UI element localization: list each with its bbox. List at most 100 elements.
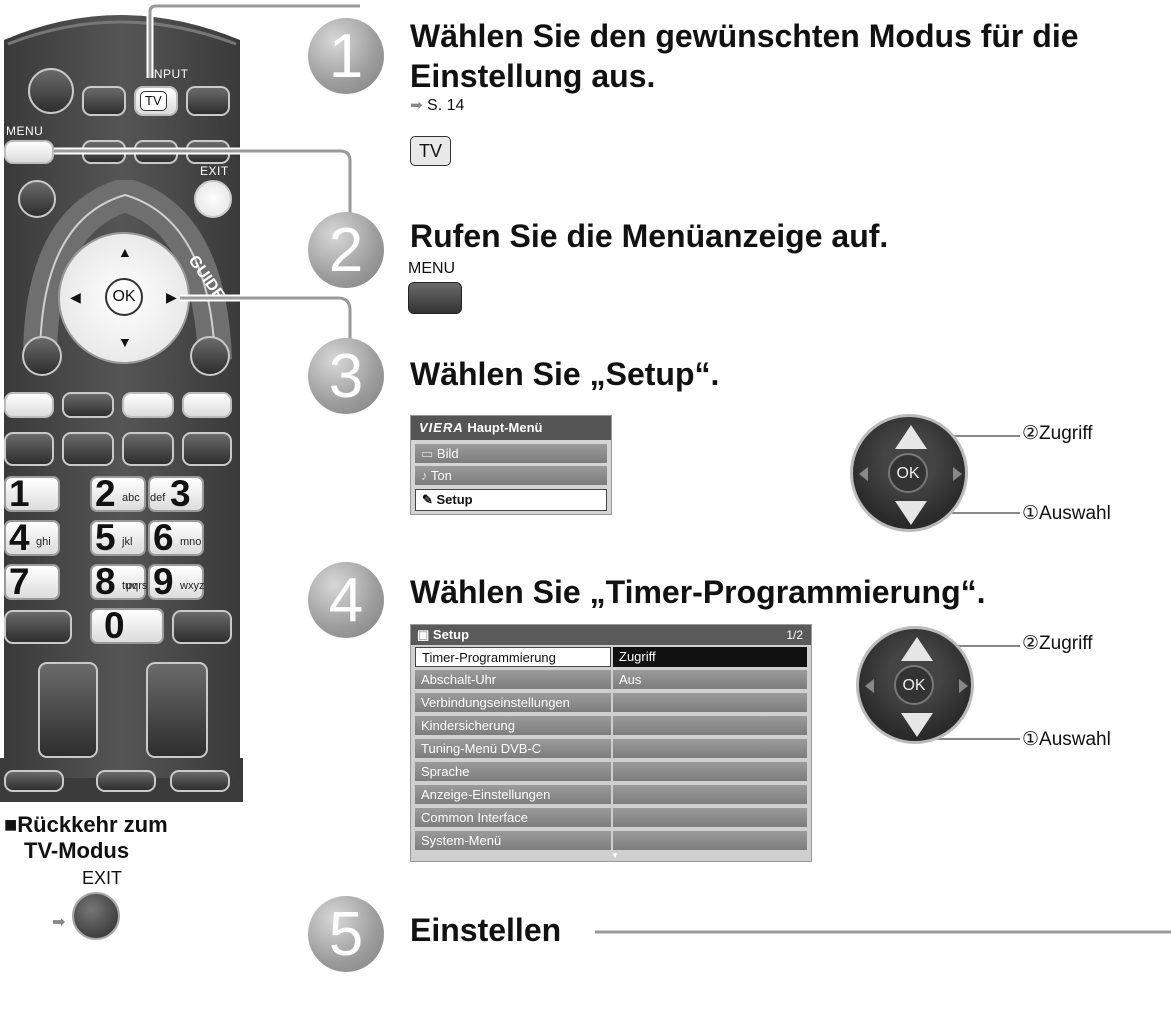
- setup-row-value[interactable]: [613, 785, 807, 804]
- setup-icon: ▣: [417, 627, 433, 642]
- number-key-7[interactable]: 7: [4, 561, 60, 602]
- arrow-right-icon[interactable]: ▶: [166, 289, 177, 305]
- main-menu-header: VIERA Haupt-Menü: [411, 416, 611, 440]
- setup-row-label[interactable]: System-Menü: [415, 831, 611, 850]
- step-heading: Wählen Sie „Timer-Programmierung“.: [410, 574, 986, 610]
- remote-button[interactable]: [170, 770, 230, 792]
- return-title: ■Rückkehr zum TV-Modus: [4, 812, 168, 863]
- remote-button[interactable]: [96, 770, 156, 792]
- red-button[interactable]: [4, 392, 54, 418]
- power-button[interactable]: [28, 68, 74, 114]
- blue-button[interactable]: [182, 392, 232, 418]
- tv-badge: TV: [410, 136, 452, 166]
- dpad-illustration: OK: [850, 414, 968, 532]
- remote-button[interactable]: [182, 432, 232, 466]
- setup-row-label[interactable]: Kindersicherung: [415, 716, 611, 735]
- arrow-up-icon: [895, 425, 927, 449]
- setup-menu: ▣ Setup 1/2 Timer-Programmierung Zugriff…: [410, 624, 812, 862]
- exit-label: EXIT: [200, 164, 229, 178]
- arrow-right-icon: [959, 679, 968, 693]
- dpad-illustration: OK: [856, 626, 974, 744]
- number-key-0[interactable]: 0: [90, 605, 164, 646]
- tv-button[interactable]: TV: [134, 86, 178, 116]
- arrow-left-icon: [865, 679, 874, 693]
- channel-rocker[interactable]: [146, 662, 208, 758]
- remote-button[interactable]: [82, 86, 126, 116]
- setup-row-value[interactable]: [613, 693, 807, 712]
- setup-row-value[interactable]: [613, 808, 807, 827]
- setup-menu-header: ▣ Setup 1/2: [411, 625, 811, 645]
- remote-button[interactable]: [4, 432, 54, 466]
- step-number: 3: [308, 338, 384, 414]
- setup-row-label[interactable]: Timer-Programmierung: [415, 647, 611, 667]
- step-heading: Wählen Sie den gewünschten Modus für die…: [410, 18, 1079, 94]
- input-av-button[interactable]: [186, 86, 230, 116]
- pqrs-label: pqrs: [126, 580, 148, 592]
- menu-button[interactable]: [4, 140, 54, 164]
- setup-row-label[interactable]: Anzeige-Einstellungen: [415, 785, 611, 804]
- green-button[interactable]: [62, 392, 114, 418]
- setup-row-label[interactable]: Common Interface: [415, 808, 611, 827]
- arrow-up-icon: [901, 637, 933, 661]
- callout-select: ①Auswahl: [1022, 729, 1111, 750]
- step-number: 5: [308, 896, 384, 972]
- arrow-down-icon: [895, 501, 927, 525]
- volume-rocker[interactable]: [38, 662, 98, 758]
- arrow-right-icon: [953, 467, 962, 481]
- main-menu: VIERA Haupt-Menü ▭ Bild ♪ Ton ✎ Setup: [410, 415, 612, 515]
- setup-row-value[interactable]: [613, 831, 807, 850]
- arrow-down-icon: [901, 713, 933, 737]
- arrow-right-icon: ➡: [52, 914, 66, 931]
- setup-row-value[interactable]: Aus: [613, 670, 807, 689]
- yellow-button[interactable]: [122, 392, 174, 418]
- remote-button[interactable]: [122, 432, 174, 466]
- remote-button[interactable]: [62, 432, 114, 466]
- setup-row-value[interactable]: [613, 716, 807, 735]
- sound-icon: ♪: [421, 468, 431, 483]
- menu-button[interactable]: [408, 282, 462, 314]
- step-number: 2: [308, 212, 384, 288]
- step-heading: Einstellen: [410, 912, 562, 948]
- step-number: 4: [308, 562, 384, 638]
- setup-row-label[interactable]: Tuning-Menü DVB-C: [415, 739, 611, 758]
- remote-button[interactable]: [18, 180, 56, 218]
- setup-row-value[interactable]: [613, 739, 807, 758]
- setup-row-label[interactable]: Abschalt-Uhr: [415, 670, 611, 689]
- remote-ok-button[interactable]: OK: [105, 278, 143, 316]
- input-label: INPUT: [150, 67, 189, 81]
- arrow-left-icon[interactable]: ◀: [70, 289, 81, 305]
- callout-access: ②Zugriff: [1022, 633, 1093, 654]
- menu-item-bild[interactable]: ▭ Bild: [415, 444, 607, 463]
- remote-button[interactable]: [4, 770, 64, 792]
- number-key-1[interactable]: 1: [4, 473, 60, 514]
- setup-row-value[interactable]: Zugriff: [613, 647, 807, 667]
- remote-button[interactable]: [190, 336, 230, 376]
- remote-button[interactable]: [4, 610, 72, 644]
- arrow-down-icon[interactable]: ▼: [118, 334, 132, 350]
- menu-label: MENU: [6, 124, 44, 138]
- wrench-icon: ✎: [422, 492, 437, 507]
- menu-item-setup[interactable]: ✎ Setup: [415, 489, 607, 511]
- setup-row-value[interactable]: [613, 762, 807, 781]
- setup-row-label[interactable]: Verbindungseinstellungen: [415, 693, 611, 712]
- menu-item-ton[interactable]: ♪ Ton: [415, 466, 607, 485]
- ok-button: OK: [888, 453, 928, 493]
- setup-row-label[interactable]: Sprache: [415, 762, 611, 781]
- step-heading: Rufen Sie die Menüanzeige auf.: [410, 218, 889, 254]
- arrow-up-icon[interactable]: ▲: [118, 244, 132, 260]
- scroll-down-icon[interactable]: ▼: [611, 851, 619, 860]
- remote-button[interactable]: [22, 336, 62, 376]
- exit-button[interactable]: [72, 892, 120, 940]
- remote-button[interactable]: [172, 610, 232, 644]
- exit-button[interactable]: [194, 180, 232, 218]
- step-number: 1: [308, 18, 384, 94]
